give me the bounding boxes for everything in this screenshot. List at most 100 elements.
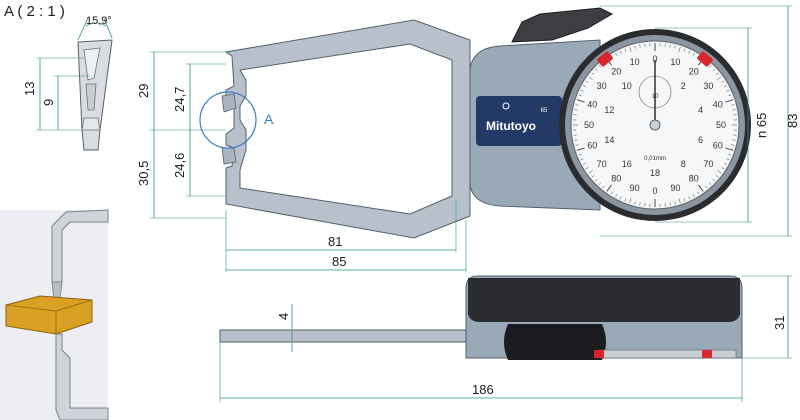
dial-outer-label: 60: [587, 140, 597, 150]
dial-tick: [578, 94, 582, 97]
dial-tick: [639, 44, 641, 48]
front-view: Mitutoyo 65 1020304050607080909080706050…: [136, 5, 800, 272]
dial-outer-label: 10: [670, 57, 680, 67]
dim-29: 29: [136, 84, 151, 98]
dial-tick: [728, 153, 732, 156]
dial-tick: [598, 182, 602, 185]
dial-tick: [585, 80, 589, 83]
dial-tick: [732, 139, 736, 141]
dial-tick: [731, 144, 735, 146]
detail-callout-circle: [199, 91, 257, 149]
dial-tick: [725, 147, 734, 151]
release-lever: [511, 7, 614, 43]
workpiece-block: [5, 295, 93, 335]
dial-tick: [725, 99, 734, 103]
dial-outer-label: 40: [713, 100, 723, 110]
dial-tick: [708, 182, 712, 185]
dial-outer-label: 90: [670, 183, 680, 193]
dial-outer-label: 90: [630, 183, 640, 193]
dial-tick: [610, 191, 613, 195]
dial-tick: [715, 175, 719, 178]
dial-outer-label: 60: [713, 140, 723, 150]
dim-13: 13: [22, 82, 37, 96]
dial-tick: [634, 45, 636, 49]
dim-186: 186: [472, 382, 494, 397]
dial-tick: [712, 68, 715, 72]
dial-tick: [602, 185, 605, 189]
dial-inner-label: 6: [698, 135, 703, 145]
dial-inner-label: 16: [622, 159, 632, 169]
dial-tick: [683, 48, 686, 52]
dim-24-7: 24,7: [172, 87, 187, 112]
dial-tick: [724, 85, 727, 88]
dial-side-profile: [468, 278, 740, 322]
dial-tick: [575, 104, 579, 106]
dial-tick: [728, 94, 732, 97]
detail-title: A ( 2 : 1 ): [4, 3, 65, 20]
tolerance-marker-left: [597, 51, 613, 67]
dial-tick: [721, 167, 725, 170]
dial-tick: [705, 185, 708, 189]
dial-zero-label: 0: [652, 186, 657, 196]
dial-tick: [576, 99, 585, 103]
lower-contact-point: [221, 147, 237, 165]
dial-tick: [606, 184, 612, 192]
dial-inner-label: 10: [622, 81, 632, 91]
dial-inner-label: 2: [681, 81, 686, 91]
dial-tick: [683, 198, 686, 202]
ip-rating: 65: [541, 108, 548, 114]
dial-tick: [624, 198, 627, 202]
dial-tick: [580, 158, 584, 161]
dial-outer-label: 80: [689, 173, 699, 183]
dial-inner-label: 8: [681, 159, 686, 169]
dial-outer-label: 40: [587, 100, 597, 110]
dial-inner-label: 12: [604, 105, 614, 115]
detail-a: A ( 2 : 1 ) 15,9° 13 9: [4, 3, 113, 151]
dial-tick: [615, 53, 618, 56]
bottom-view: 4 31 186: [219, 275, 792, 402]
dial-tick: [692, 194, 695, 197]
brand-name: Mitutoyo: [486, 119, 536, 133]
dial-tick: [726, 158, 730, 161]
dial-tick: [678, 198, 681, 204]
dial-outer-label: 20: [689, 67, 699, 77]
dim-4: 4: [276, 313, 291, 320]
dial-tick: [598, 65, 602, 68]
jaw-side-profile: [219, 329, 491, 343]
dial-tick: [588, 170, 593, 174]
dial-outer-label: 50: [716, 120, 726, 130]
tolerance-marker-right: [697, 51, 713, 67]
dial-tick: [674, 201, 676, 205]
dial-outer-label: 50: [584, 120, 594, 130]
dim-83: 83: [785, 114, 800, 128]
dim-81: 81: [328, 234, 342, 249]
dial-inner-label: 18: [650, 168, 660, 178]
dial-tick: [724, 162, 727, 165]
dial-inner-label: 4: [698, 105, 703, 115]
dial-tick: [585, 167, 589, 170]
dial-outer-label: 20: [611, 67, 621, 77]
brand-panel: [476, 96, 562, 146]
dial-tick: [674, 45, 676, 49]
dial-tick: [574, 139, 578, 141]
dial-tick: [732, 109, 736, 111]
dim-n65: n 65: [754, 113, 769, 138]
dial-tick: [619, 50, 622, 54]
detail-callout-label: A: [264, 111, 274, 127]
dial-tick: [576, 147, 585, 151]
dial-tick: [717, 170, 722, 174]
dim-9: 9: [41, 99, 56, 106]
dial-tick: [688, 50, 691, 54]
knurled-bezel: [599, 349, 737, 359]
dial-tick: [692, 53, 695, 56]
dial-tick: [583, 85, 586, 88]
dial-tick: [731, 104, 735, 106]
dial-outer-label: 70: [597, 159, 607, 169]
dial-tick: [591, 72, 595, 75]
lever-side-profile: [504, 324, 606, 360]
dial-outer-label: 10: [630, 57, 640, 67]
resolution-label: 0,01mm: [644, 156, 666, 162]
angle-label: 15,9°: [86, 15, 112, 27]
dial-tick: [678, 46, 681, 52]
dial-tick: [634, 201, 636, 205]
